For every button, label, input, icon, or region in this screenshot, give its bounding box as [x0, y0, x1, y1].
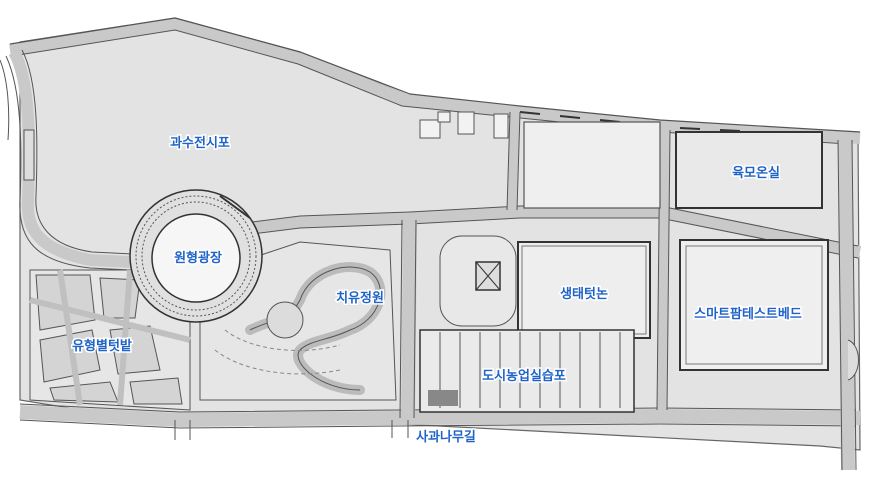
connector-road-4	[838, 139, 855, 471]
zone-label-plaza: 원형광장	[174, 250, 222, 266]
rice-paddy-block	[517, 241, 651, 339]
bottom-road	[19, 405, 861, 428]
middle-road	[249, 206, 862, 258]
plot-top-middle	[523, 121, 661, 209]
left-edge-road	[8, 49, 131, 268]
connector-road-1	[401, 219, 417, 421]
urbanfarm-block	[419, 329, 635, 413]
zone-label-path: 사과나무길	[416, 429, 476, 445]
side-gate	[23, 129, 35, 181]
allotment-plots	[29, 269, 191, 411]
zone-label-plots: 유형별텃밭	[72, 338, 132, 354]
connector-road-3	[657, 129, 670, 411]
zone-label-urbanfarm: 도시농업실습포	[482, 368, 566, 384]
small-structures	[419, 111, 509, 139]
zone-label-garden: 치유정원	[336, 290, 384, 306]
connector-road-2	[507, 111, 520, 211]
zone-label-livestock: 육모온실	[732, 165, 780, 181]
circular-plaza	[129, 189, 263, 323]
zone-label-orchard: 과수전시포	[170, 135, 230, 151]
zone-label-smartfarm: 스마트팜테스트베드	[694, 306, 802, 322]
zone-label-rice: 생태텃논	[560, 286, 608, 302]
livestock-block	[675, 131, 823, 209]
smartfarm-block	[679, 239, 829, 371]
